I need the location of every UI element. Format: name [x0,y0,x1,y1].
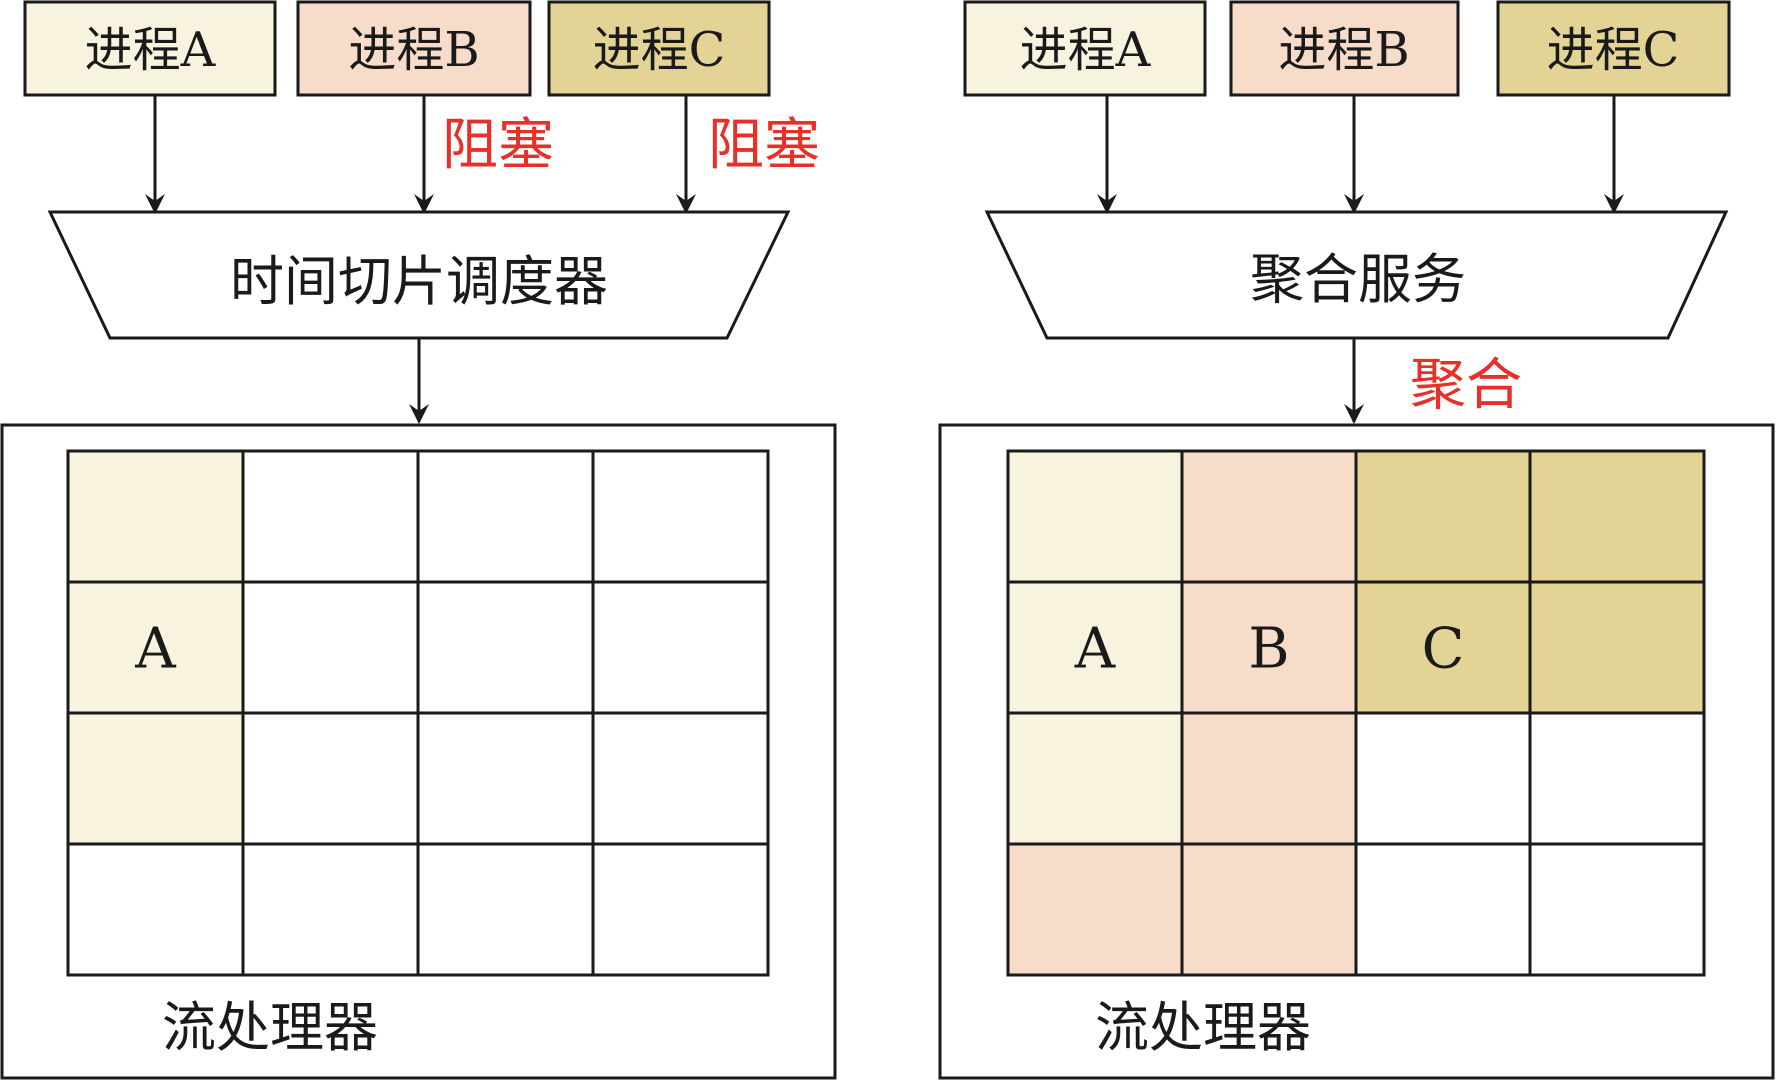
right-scheduler-shape [984,210,1729,340]
left-process-a: 进程A [23,0,277,97]
left-core-cell-r1-c1 [241,580,420,715]
right-core-cell-r3-c2 [1354,842,1532,977]
left-core-cell-r3-c2 [416,842,595,977]
left-panel: 进程A 进程B 进程C 阻塞 阻塞 时间切片调度器 A 流处理器 [0,0,837,1080]
left-core-cell-r3-c3 [591,842,770,977]
left-core-cell-r3-c0 [66,842,245,977]
left-core-cell-r0-c3 [591,449,770,584]
right-process-c: 进程C [1496,0,1731,97]
left-scheduler-shape [47,210,791,340]
right-process-b-box [1229,0,1460,97]
right-core-cell-r0-c3 [1528,449,1706,584]
left-core-cell-label-a: A [134,617,176,682]
right-core-cell-r1-c3 [1528,580,1706,715]
left-process-c-box [547,0,771,97]
left-core-cell-r2-c2 [416,711,595,846]
right-processor-label: 流处理器 [1095,996,1311,1059]
right-core-cell-label-c: C [1422,617,1465,682]
left-process-a-box [23,0,277,97]
left-process-c-label: 进程C [593,22,726,78]
left-arrow-c-label: 阻塞 [708,113,820,178]
left-scheduler-label: 时间切片调度器 [230,250,608,313]
right-core-cell-label-b: B [1248,617,1289,682]
right-core-cell-r2-c2 [1354,711,1532,846]
left-arrow-b-label: 阻塞 [442,113,554,178]
right-process-b-label: 进程B [1278,22,1409,78]
right-output-label: 聚合 [1410,353,1522,418]
left-core-cell-r1-c3 [591,580,770,715]
left-process-c: 进程C [547,0,771,97]
left-processor-label: 流处理器 [162,996,378,1059]
right-core-cell-label-a: A [1074,617,1116,682]
left-core-cell-r1-c0 [66,580,245,715]
left-core-cell-r2-c0 [66,711,245,846]
left-core-cell-r2-c1 [241,711,420,846]
right-process-a-box [963,0,1207,97]
right-core-cell-r1-c0 [1006,580,1184,715]
right-core-cell-r2-c3 [1528,711,1706,846]
right-core-cell-r0-c2 [1354,449,1532,584]
right-scheduler-label: 聚合服务 [1250,248,1466,311]
left-core-grid: A [66,449,770,977]
left-core-cell-r0-c1 [241,449,420,584]
right-core-cell-r0-c1 [1180,449,1358,584]
left-core-cell-r0-c2 [416,449,595,584]
right-core-cell-r3-c3 [1528,842,1706,977]
left-process-a-label: 进程A [85,22,217,78]
left-core-cell-r1-c2 [416,580,595,715]
right-process-a: 进程A [963,0,1207,97]
left-core-cell-r2-c3 [591,711,770,846]
right-core-cell-r3-c0 [1006,842,1184,977]
right-process-c-box [1496,0,1731,97]
left-process-b-label: 进程B [348,22,479,78]
right-panel: 进程A 进程B 进程C 聚合服务 聚合 A B C 流处理器 [938,0,1775,1080]
left-process-b: 进程B [296,0,532,97]
right-core-cell-r2-c1 [1180,711,1358,846]
right-process-b: 进程B [1229,0,1460,97]
left-core-cell-r0-c0 [66,449,245,584]
left-process-b-box [296,0,532,97]
right-core-grid: A B C [1006,449,1706,977]
right-core-cell-r3-c1 [1180,842,1358,977]
right-process-a-label: 进程A [1020,22,1152,78]
right-process-c-label: 进程C [1547,22,1680,78]
right-core-cell-r2-c0 [1006,711,1184,846]
right-core-cell-r0-c0 [1006,449,1184,584]
left-core-cell-r3-c1 [241,842,420,977]
right-core-cell-r1-c2 [1354,580,1532,715]
